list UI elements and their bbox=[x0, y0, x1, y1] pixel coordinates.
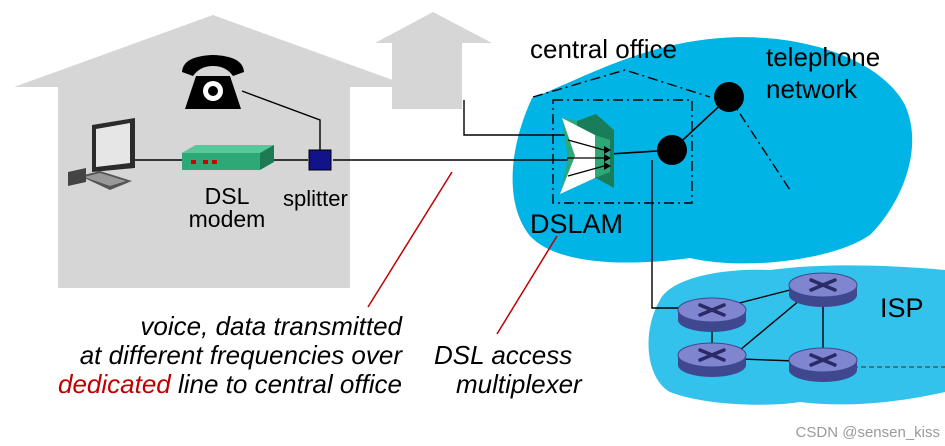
central-office-label: central office bbox=[530, 34, 677, 64]
telephone-network-label-line2: network bbox=[766, 74, 858, 104]
router-icon bbox=[677, 297, 747, 332]
router-icon bbox=[788, 347, 858, 382]
isp-label: ISP bbox=[880, 293, 924, 323]
router-link bbox=[739, 299, 801, 351]
telephone-network-link bbox=[728, 96, 791, 191]
dslam-icon bbox=[560, 114, 614, 194]
dsl-caption-line2: multiplexer bbox=[456, 369, 583, 399]
central-office-boundary bbox=[552, 99, 693, 204]
router-icon bbox=[677, 342, 747, 377]
splitter-icon bbox=[308, 149, 332, 171]
voice-caption-line3-rest: line to central office bbox=[171, 369, 402, 399]
telephone-network-cloud bbox=[512, 37, 913, 264]
computer-icon bbox=[68, 118, 135, 190]
watermark: CSDN @sensen_kiss bbox=[796, 424, 940, 441]
dslam-pointer-line bbox=[496, 235, 558, 335]
dsl-caption-line1: DSL access bbox=[434, 340, 572, 370]
voice-caption-line2: at different frequencies over bbox=[80, 340, 404, 370]
router-icon bbox=[788, 272, 858, 307]
central-office-roof bbox=[532, 69, 711, 98]
phone-splitter-line bbox=[241, 90, 321, 150]
splitter-label: splitter bbox=[283, 186, 348, 211]
dsl-modem-label-line2: modem bbox=[189, 206, 266, 232]
dsl-modem-icon bbox=[182, 145, 274, 170]
office-house bbox=[375, 12, 492, 109]
telephone-network-label-line1: telephone bbox=[766, 42, 880, 72]
dedicated-highlight: dedicated bbox=[58, 369, 172, 399]
voice-caption-line1: voice, data transmitted bbox=[140, 311, 403, 341]
telephone-icon bbox=[182, 55, 244, 109]
switch-icon bbox=[657, 135, 687, 165]
voice-pointer-line bbox=[367, 171, 453, 308]
office-house-line bbox=[463, 100, 577, 136]
dslam-isp-line bbox=[651, 160, 690, 309]
dslam-label: DSLAM bbox=[530, 209, 623, 239]
voice-caption-line3: dedicated line to central office bbox=[58, 369, 402, 399]
switch-icon bbox=[714, 82, 744, 112]
dsl-modem-label-line1: DSL bbox=[205, 183, 250, 209]
